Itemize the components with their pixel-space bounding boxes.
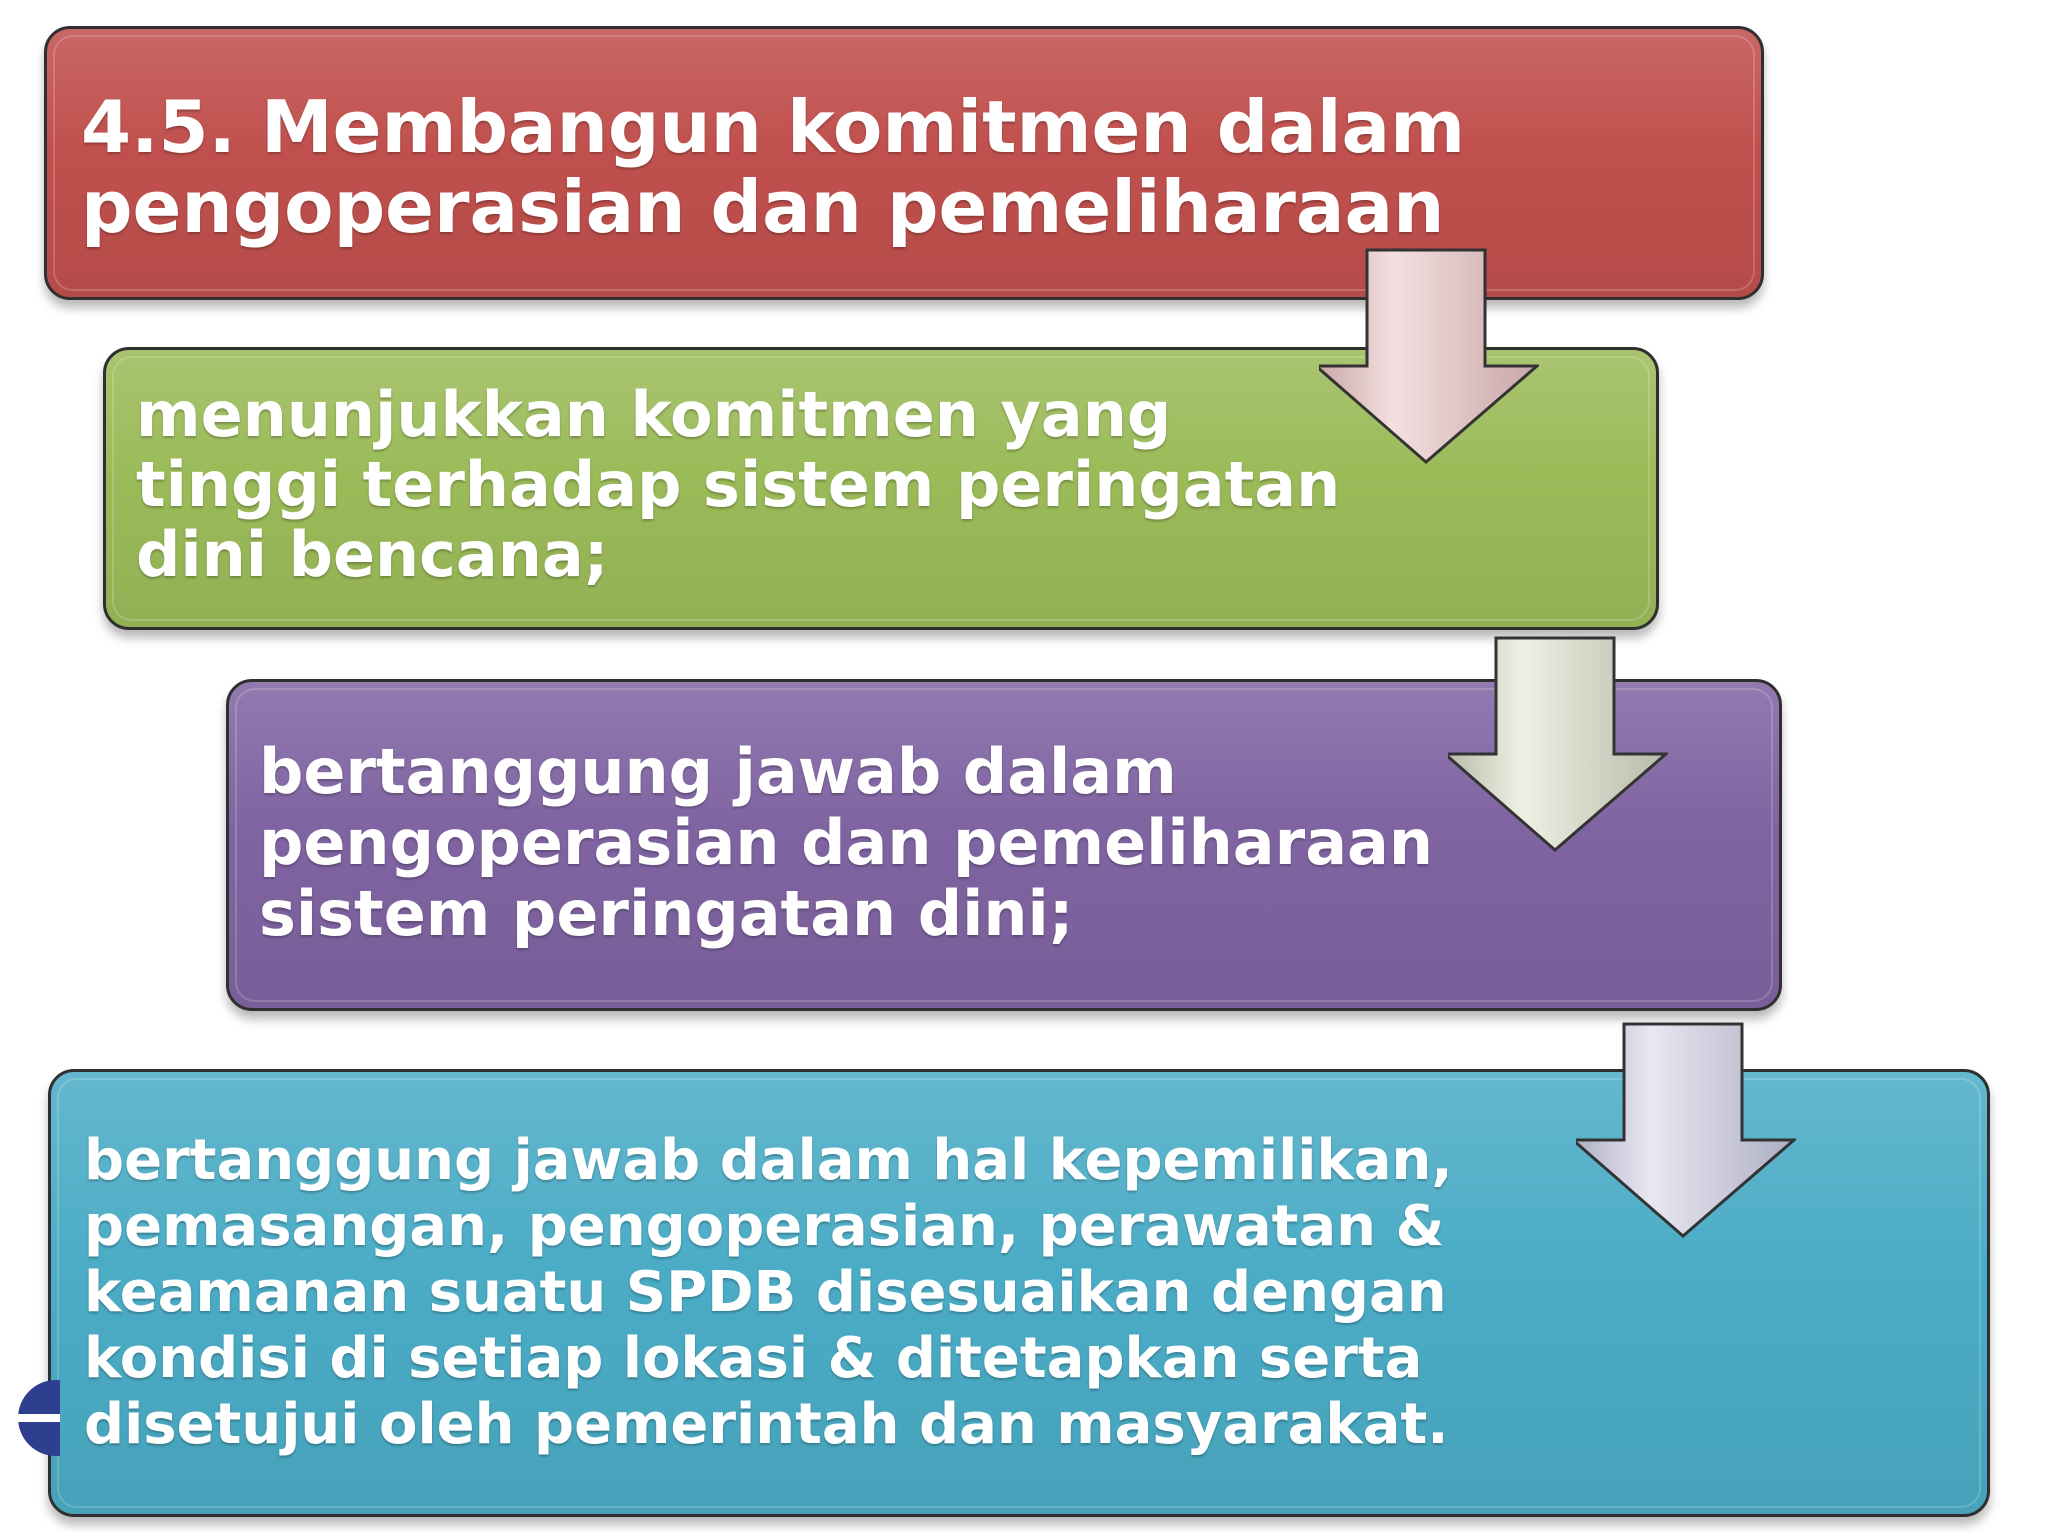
step-title-text: 4.5. Membangun komitmen dalam pengoperas… [81, 85, 1466, 249]
arrow-shape [1319, 248, 1539, 464]
step-ownership-text: bertanggung jawab dalam hal kepemilikan,… [84, 1128, 1453, 1457]
down-arrow-icon [1576, 1022, 1796, 1238]
down-arrow-icon [1319, 248, 1539, 464]
down-arrow-icon [1448, 636, 1668, 852]
step-box-title: 4.5. Membangun komitmen dalam pengoperas… [44, 26, 1764, 300]
step-box-operation: bertanggung jawab dalam pengoperasian da… [226, 679, 1782, 1011]
arrow-shape [1576, 1022, 1796, 1238]
arrow-shape [1448, 636, 1668, 852]
step-commitment-text: menunjukkan komitmen yang tinggi terhada… [136, 378, 1341, 591]
step-operation-text: bertanggung jawab dalam pengoperasian da… [259, 735, 1434, 950]
partial-logo-icon [18, 1380, 60, 1456]
